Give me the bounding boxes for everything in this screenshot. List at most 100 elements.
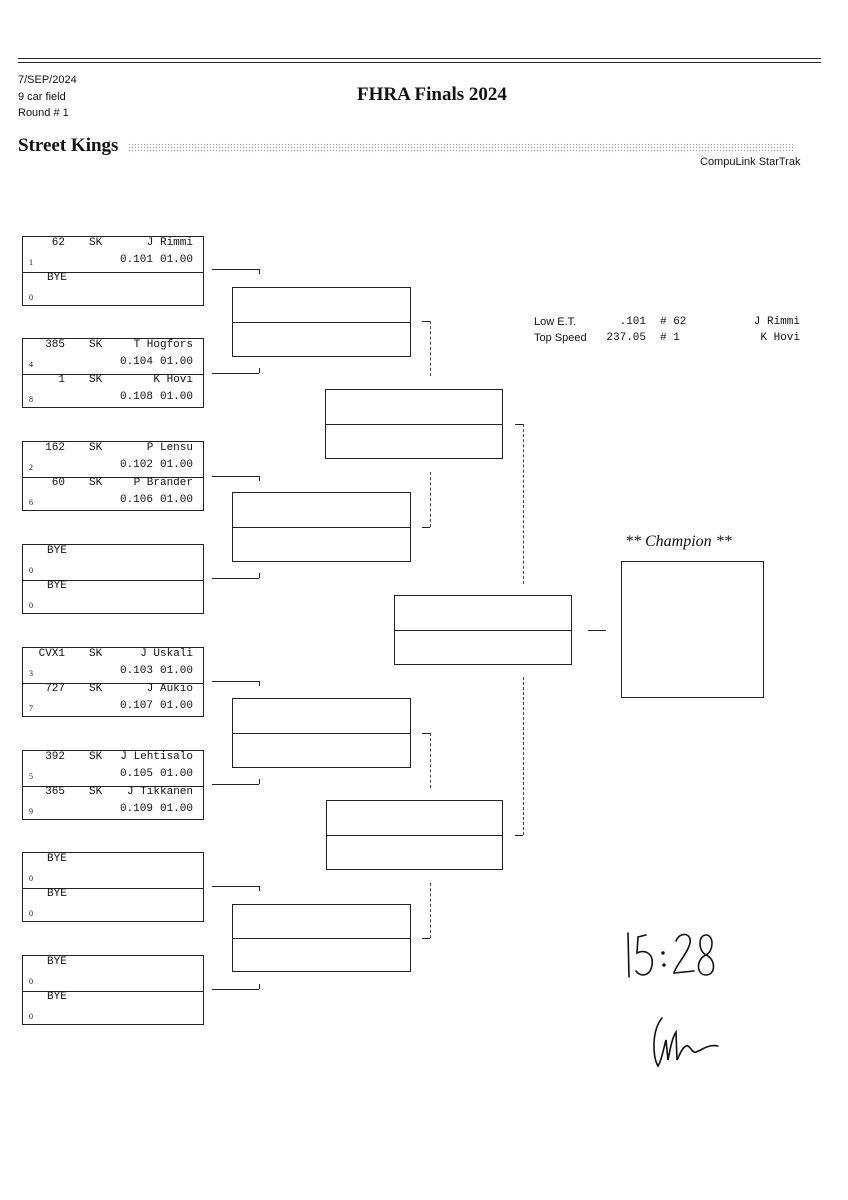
connector-tick [259,984,260,989]
connector [515,835,523,836]
seed-number: 0 [29,909,33,918]
top-rule-2 [18,62,821,63]
driver-name: J Lehtisalo [120,751,193,763]
connector [422,938,430,939]
connector [212,373,259,374]
connector-tick [259,779,260,784]
signature-icon [653,1017,719,1068]
connector-tick [259,681,260,686]
driver-name: K Hovi [153,374,193,386]
dial-in: 01.00 [159,459,193,471]
reaction-time: 0.103 [119,665,153,677]
connector-tick [259,476,260,481]
round-number: Round # 1 [18,107,69,119]
car-number: 392 [45,751,65,763]
low-et-car: # 62 [660,316,687,328]
dial-in: 01.00 [159,803,193,815]
seed-number: 4 [29,360,33,369]
low-et-row: Low E.T. .101 # 62 J Rimmi [534,314,800,330]
class-code: SK [89,786,103,798]
car-number: 727 [45,683,65,695]
top-speed-value: 237.05 [606,332,646,344]
driver-name: J Rimmi [146,237,193,249]
connector [515,424,523,425]
round2-box-3 [232,698,411,768]
brand-label: CompuLink StarTrak [700,156,801,168]
dial-in: 01.00 [159,768,193,780]
field-size: 9 car field [18,91,66,103]
round2-box-4 [232,904,411,972]
bye-label: BYE [47,991,67,1003]
connector [422,733,430,734]
page-title: FHRA Finals 2024 [357,84,507,105]
car-number: CVX1 [38,648,65,660]
seed-number: 0 [29,601,33,610]
lane-lower: BYE 0 [23,888,203,923]
final-box [394,595,572,665]
low-et-driver: J Rimmi [753,316,800,328]
reaction-time: 0.104 [119,356,153,368]
connector-dash [430,883,431,938]
bye-label: BYE [47,272,67,284]
class-code: SK [89,751,103,763]
dial-in: 01.00 [159,494,193,506]
seed-number: 0 [29,1012,33,1021]
connector-dash [523,424,524,584]
driver-name: J Uskali [140,648,193,660]
class-code: SK [89,442,103,454]
connector-tick [259,269,260,274]
dotted-band [128,143,793,153]
bye-label: BYE [47,853,67,865]
bye-label: BYE [47,956,67,968]
car-number: 62 [51,237,65,249]
connector-dash [523,677,524,835]
class-code: SK [89,648,103,660]
connector [212,886,259,887]
seed-number: 3 [29,669,33,678]
seed-number: 6 [29,498,33,507]
lane-lower: BYE 0 [23,272,203,307]
low-et-label: Low E.T. [534,316,577,328]
class-code: SK [89,374,103,386]
reaction-time: 0.107 [119,700,153,712]
seed-number: 2 [29,463,33,472]
round3-box-2 [326,800,503,870]
seed-number: 1 [29,258,33,267]
low-et-value: .101 [619,316,646,328]
seed-number: 0 [29,874,33,883]
connector-tick [259,368,260,373]
reaction-time: 0.101 [119,254,153,266]
car-number: 1 [58,374,65,386]
seed-number: 0 [29,293,33,302]
reaction-time: 0.108 [119,391,153,403]
top-speed-row: Top Speed 237.05 # 1 K Hovi [534,330,800,346]
round3-box-1 [325,389,503,459]
reaction-time: 0.102 [119,459,153,471]
round2-box-2 [232,492,411,562]
lane-upper: BYE 0 [23,853,203,889]
connector-dash [430,472,431,527]
car-number: 365 [45,786,65,798]
seed-number: 0 [29,566,33,575]
class-code: SK [89,477,103,489]
bye-label: BYE [47,888,67,900]
reaction-time: 0.105 [119,768,153,780]
round2-box-1 [232,287,411,357]
connector [212,681,259,682]
handwritten-time [627,932,715,978]
connector [422,321,430,322]
